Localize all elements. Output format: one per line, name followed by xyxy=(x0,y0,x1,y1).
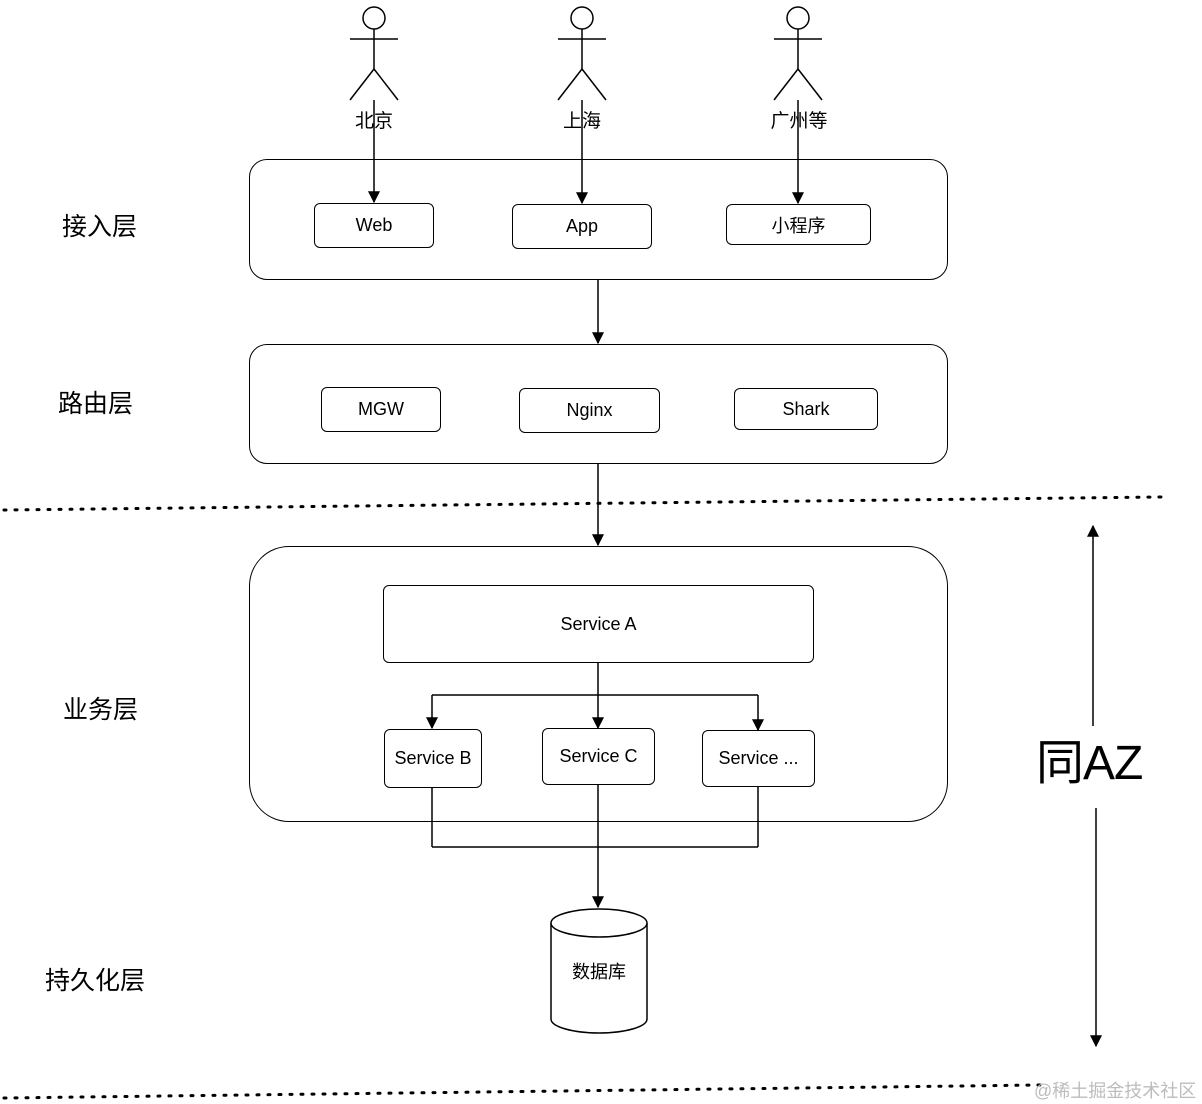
node-mini-program[interactable]: 小程序 xyxy=(726,204,871,245)
user-figure-icon xyxy=(557,6,607,101)
node-service-b[interactable]: Service B xyxy=(384,729,482,788)
database-label: 数据库 xyxy=(572,962,626,982)
node-service-c[interactable]: Service C xyxy=(542,728,655,785)
layer-label-persistence: 持久化层 xyxy=(45,967,146,995)
node-service-more[interactable]: Service ... xyxy=(702,730,815,787)
routing-layer-group xyxy=(249,344,948,464)
layer-label-routing: 路由层 xyxy=(58,390,134,418)
business-layer-group xyxy=(249,546,948,822)
node-shark[interactable]: Shark xyxy=(734,388,878,430)
actor-label-beijing: 北京 xyxy=(354,111,394,132)
az-label: 同AZ xyxy=(1036,737,1143,790)
user-figure-icon xyxy=(773,6,823,101)
access-layer-group xyxy=(249,159,948,280)
actor-label-guangzhou: 广州等 xyxy=(770,111,828,132)
connector-services-merge xyxy=(431,787,759,848)
az-boundary-bottom xyxy=(2,1083,1042,1100)
user-figure-icon xyxy=(349,6,399,101)
node-mgw[interactable]: MGW xyxy=(321,387,441,432)
node-web[interactable]: Web xyxy=(314,203,434,248)
az-boundary-top xyxy=(2,495,1164,512)
actor-label-shanghai: 上海 xyxy=(562,111,602,132)
node-nginx[interactable]: Nginx xyxy=(519,388,660,433)
database-cylinder-icon xyxy=(550,908,648,1034)
layer-label-access: 接入层 xyxy=(62,213,138,241)
connector-service-a-fanout xyxy=(432,662,758,696)
watermark-text: @稀土掘金技术社区 xyxy=(1034,1081,1197,1101)
node-service-a[interactable]: Service A xyxy=(383,585,814,663)
layer-label-business: 业务层 xyxy=(63,696,139,724)
node-app[interactable]: App xyxy=(512,204,652,249)
